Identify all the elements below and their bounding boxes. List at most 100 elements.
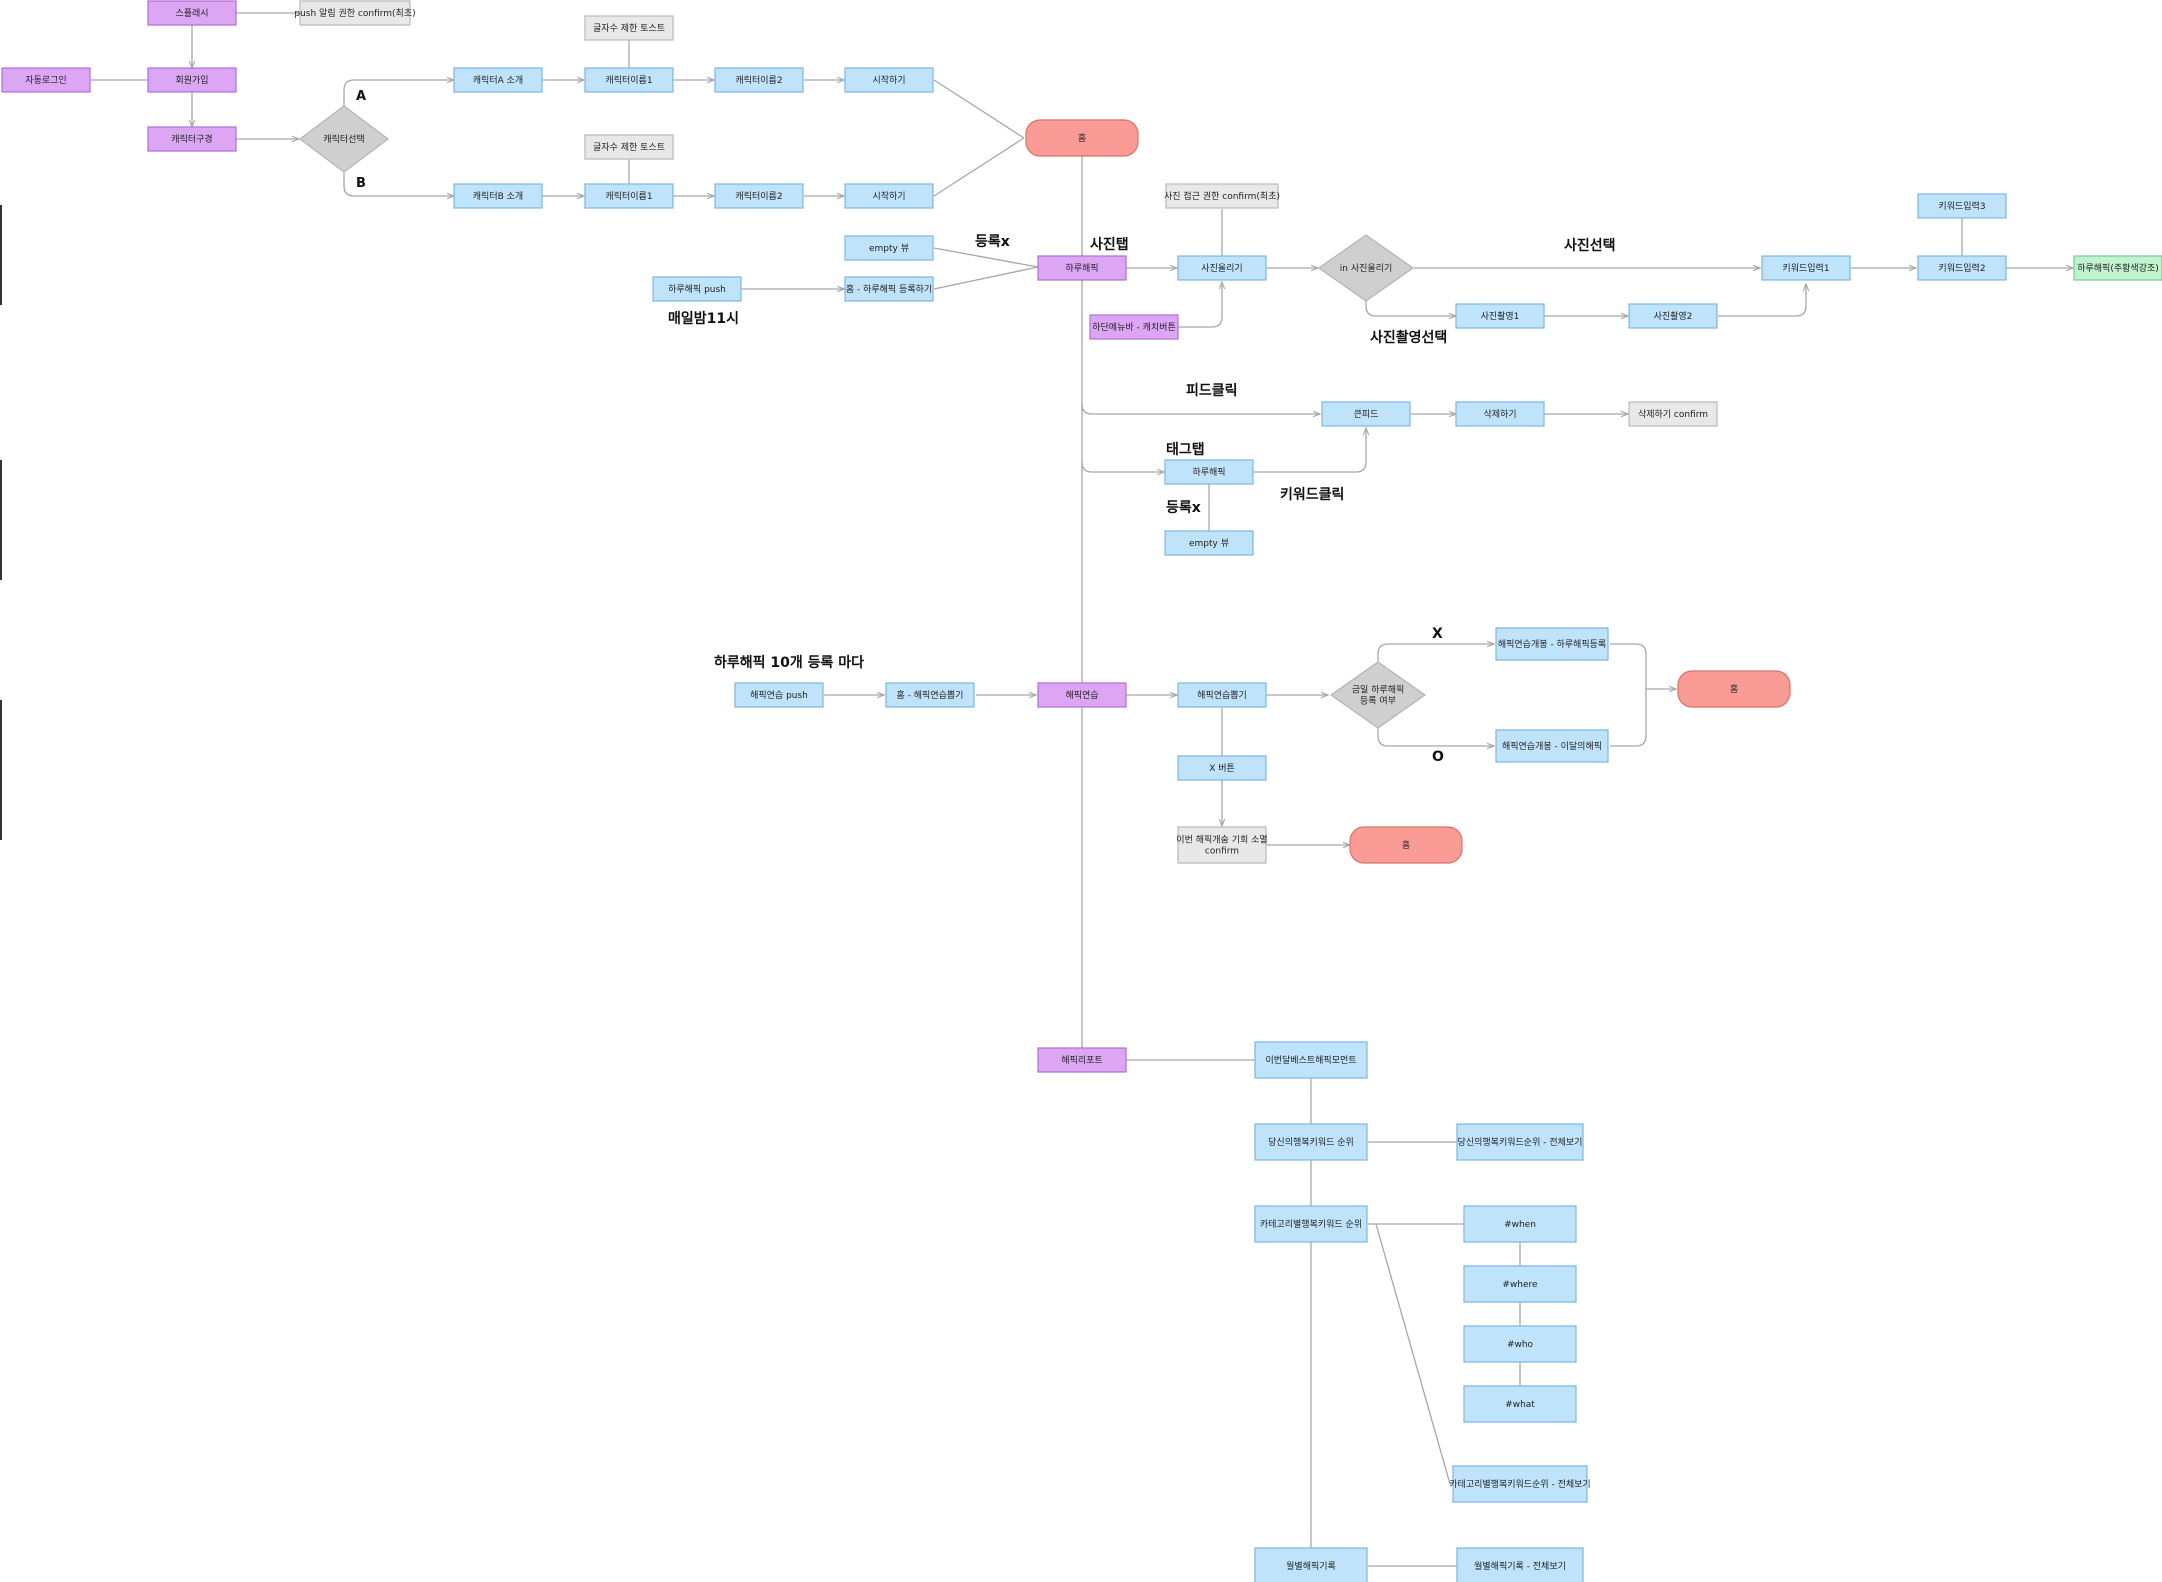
node-practice-open-month[interactable]: 해픽연습개봉 - 이달의해픽 — [1495, 729, 1609, 763]
node-shape — [1495, 729, 1609, 763]
node-start-a[interactable]: 시작하기 — [844, 67, 934, 93]
node-my-rank-all[interactable]: 당신의행복키워드순위 - 전체보기 — [1456, 1123, 1584, 1161]
node-monthly[interactable]: 월별해픽기록 — [1254, 1547, 1368, 1582]
node-shape — [714, 67, 804, 93]
node-happic-done[interactable]: 하루해픽(주황색강조) — [2073, 255, 2162, 281]
node-shape — [1463, 1205, 1577, 1243]
node-photo-upload[interactable]: 사진올리기 — [1177, 255, 1267, 281]
node-bottom-menu[interactable]: 하단메뉴바 - 캐치버튼 — [1089, 314, 1179, 340]
node-photo-shoot2[interactable]: 사진촬영2 — [1628, 303, 1718, 329]
node-keyword-input2[interactable]: 키워드입력2 — [1917, 255, 2007, 281]
node-daily-push[interactable]: 하루해픽 push — [652, 276, 742, 302]
node-monthly-all[interactable]: 월별해픽기록 - 전체보기 — [1456, 1547, 1584, 1582]
node-delete-confirm[interactable]: 삭제하기 confirm — [1628, 401, 1718, 427]
node-shape — [1463, 1265, 1577, 1303]
node-shape — [1452, 1465, 1588, 1503]
node-shape — [1025, 119, 1139, 157]
node-empty-view-1[interactable]: empty 뷰 — [844, 235, 934, 261]
node-photo-shoot1[interactable]: 사진촬영1 — [1455, 303, 1545, 329]
window-edge-mark — [0, 205, 2, 305]
node-practice[interactable]: 해픽연습 — [1037, 682, 1127, 708]
node-char-b-intro[interactable]: 캐릭터B 소개 — [453, 183, 543, 209]
node-label: 이번달베스트해픽모먼트 — [1265, 1054, 1356, 1066]
label-keyword-click: 키워드클릭 — [1280, 487, 1344, 503]
node-label: 키워드입력3 — [1938, 200, 1985, 212]
node-char-intro[interactable]: 캐릭터구경 — [147, 126, 237, 152]
node-home-right[interactable]: 홈 — [1677, 670, 1791, 708]
node-label: 홈 - 해픽연습뽑기 — [897, 689, 964, 701]
node-keyword-input1[interactable]: 키워드입력1 — [1761, 255, 1851, 281]
node-toast-b[interactable]: 글자수 제한 토스트 — [584, 134, 674, 160]
node-shape — [1349, 826, 1463, 864]
node-practice-draw[interactable]: 해픽연습뽑기 — [1177, 682, 1267, 708]
node-daily-tab[interactable]: 하루해픽 — [1164, 459, 1254, 485]
node-shape — [714, 183, 804, 209]
node-label: in 사진올리기 — [1340, 263, 1392, 274]
node-tag-what[interactable]: #what — [1463, 1385, 1577, 1423]
node-home-top[interactable]: 홈 — [1025, 119, 1139, 157]
node-label: 당신의행복키워드순위 - 전체보기 — [1458, 1136, 1583, 1148]
node-char-b-name2[interactable]: 캐릭터이름2 — [714, 183, 804, 209]
node-home-mid[interactable]: 홈 — [1349, 826, 1463, 864]
node-keyword-input3[interactable]: 키워드입력3 — [1917, 193, 2007, 219]
node-label: 홈 - 하루해픽 등록하기 — [846, 283, 932, 295]
node-start-b[interactable]: 시작하기 — [844, 183, 934, 209]
label-register-x-2: 등록x — [1166, 500, 1201, 516]
node-shape — [844, 67, 934, 93]
node-label: 회원가입 — [175, 74, 208, 86]
node-best-moment[interactable]: 이번달베스트해픽모먼트 — [1254, 1041, 1368, 1079]
node-splash[interactable]: 스플래시 — [147, 0, 237, 26]
edge-labels: A B 등록x 사진탭 사진선택 매일밤11시 사진촬영선택 피드클릭 태그탭 … — [356, 89, 1616, 765]
node-practice-open-reg[interactable]: 해픽연습개봉 - 하루해픽등록 — [1495, 627, 1609, 661]
node-label: #what — [1505, 1400, 1535, 1410]
node-shape — [1, 67, 91, 93]
node-char-a-name2[interactable]: 캐릭터이름2 — [714, 67, 804, 93]
node-home-practice[interactable]: 홈 - 해픽연습뽑기 — [885, 682, 975, 708]
node-label: 월별해픽기록 - 전체보기 — [1474, 1560, 1566, 1572]
node-toast-a[interactable]: 글자수 제한 토스트 — [584, 15, 674, 41]
node-char-a-intro[interactable]: 캐릭터A 소개 — [453, 67, 543, 93]
node-shape — [147, 67, 237, 93]
node-label: 스플래시 — [175, 8, 208, 19]
node-label: 자동로그인 — [25, 75, 66, 86]
node-tag-who[interactable]: #who — [1463, 1325, 1577, 1363]
node-label: 월별해픽기록 — [1286, 1560, 1336, 1572]
node-auto-login[interactable]: 자동로그인 — [1, 67, 91, 93]
node-label: 키워드입력2 — [1938, 262, 1985, 274]
node-empty-view-2[interactable]: empty 뷰 — [1164, 530, 1254, 556]
node-cat-rank[interactable]: 카테고리별행복키워드 순위 — [1254, 1205, 1368, 1243]
node-label: 해픽연습 push — [750, 690, 808, 701]
node-home-register[interactable]: 홈 - 하루해픽 등록하기 — [844, 276, 934, 302]
node-photo-confirm[interactable]: 사진 접근 권한 confirm(최초) — [1164, 183, 1280, 209]
node-x-button[interactable]: X 버튼 — [1177, 755, 1267, 781]
node-practice-push[interactable]: 해픽연습 push — [734, 682, 824, 708]
node-shape — [453, 183, 543, 209]
node-shape — [1628, 401, 1718, 427]
node-tag-where[interactable]: #where — [1463, 1265, 1577, 1303]
node-tag-when[interactable]: #when — [1463, 1205, 1577, 1243]
node-label: 캐릭터A 소개 — [473, 74, 523, 86]
node-in-photo[interactable]: in 사진올리기 — [1317, 234, 1415, 302]
node-delete[interactable]: 삭제하기 — [1455, 401, 1545, 427]
node-signup[interactable]: 회원가입 — [147, 67, 237, 93]
node-shape — [584, 134, 674, 160]
node-cat-rank-all[interactable]: 카테고리별행복키워드순위 - 전체보기 — [1449, 1465, 1591, 1503]
node-shape — [299, 105, 389, 173]
node-label: 캐릭터이름1 — [605, 190, 652, 202]
node-shape — [1177, 682, 1267, 708]
node-char-a-name1[interactable]: 캐릭터이름1 — [584, 67, 674, 93]
node-report[interactable]: 해픽리포트 — [1037, 1047, 1127, 1073]
node-char-select[interactable]: 캐릭터선택 — [299, 105, 389, 173]
node-label: 사진 접근 권한 confirm(최초) — [1164, 190, 1280, 202]
node-daily-happic[interactable]: 하루해픽 — [1037, 255, 1127, 281]
node-shape — [844, 235, 934, 261]
node-push-confirm[interactable]: push 알림 권한 confirm(최초) — [294, 0, 416, 26]
node-label: X 버튼 — [1209, 763, 1235, 774]
node-char-b-name1[interactable]: 캐릭터이름1 — [584, 183, 674, 209]
node-my-rank[interactable]: 당신의행복키워드 순위 — [1254, 1123, 1368, 1161]
node-feed-detail[interactable]: 큰피드 — [1321, 401, 1411, 427]
